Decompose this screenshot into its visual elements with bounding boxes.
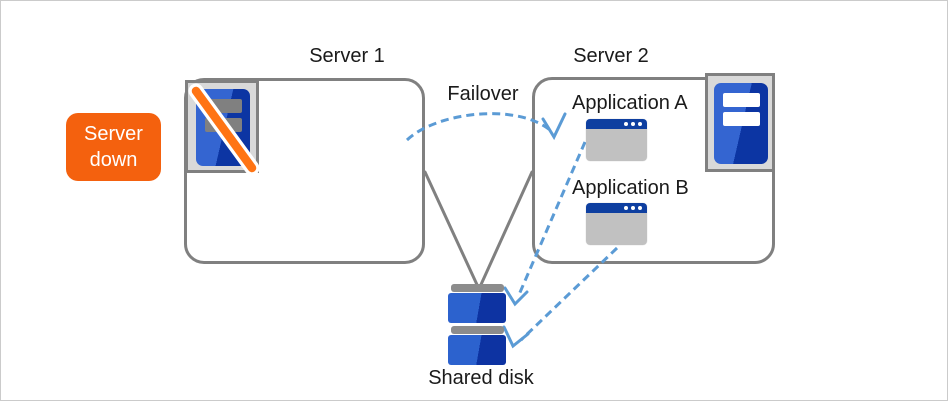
disk-cap: [450, 284, 504, 292]
window-buttons-icon: [624, 122, 642, 126]
application-a-window-body: [586, 129, 647, 161]
disk-cap: [450, 326, 504, 334]
server2-drive-bar: [723, 112, 760, 126]
failover-arrowhead-icon: [541, 112, 567, 141]
server-down-badge-line1: Server: [84, 123, 143, 145]
application-a-titlebar: [586, 119, 647, 129]
no-slash-icon: [188, 83, 260, 176]
server1-to-disk-line: [423, 170, 481, 291]
application-b-window-icon: [586, 203, 647, 245]
server2-label: Server 2: [573, 45, 649, 67]
failover-label: Failover: [447, 83, 519, 105]
application-b-label: Application B: [572, 177, 689, 199]
server1-label: Server 1: [309, 45, 385, 67]
app-a-arrowhead-icon: [503, 286, 529, 307]
window-buttons-icon: [624, 206, 642, 210]
server2-chassis: [714, 83, 768, 164]
server-down-icon: [185, 80, 260, 176]
application-b-titlebar: [586, 203, 647, 213]
application-b-window-body: [586, 213, 647, 245]
shared-disk-label: Shared disk: [428, 367, 534, 389]
server-down-badge-line2: down: [89, 149, 138, 171]
server-down-badge: Server down: [66, 113, 161, 181]
application-a-label: Application A: [572, 92, 688, 114]
application-a-window-icon: [586, 119, 647, 161]
server-icon: [705, 73, 775, 172]
app-b-arrowhead-icon: [502, 325, 530, 349]
server2-to-disk-line: [477, 170, 534, 291]
server2-drive-bar: [723, 93, 760, 107]
failover-arrow-line: [405, 112, 551, 142]
app-a-to-disk-arrow: [516, 141, 587, 298]
disk-unit: [448, 335, 506, 365]
app-b-to-disk-arrow: [519, 246, 619, 342]
disk-unit: [448, 293, 506, 323]
shared-disk-icon: [448, 284, 506, 365]
